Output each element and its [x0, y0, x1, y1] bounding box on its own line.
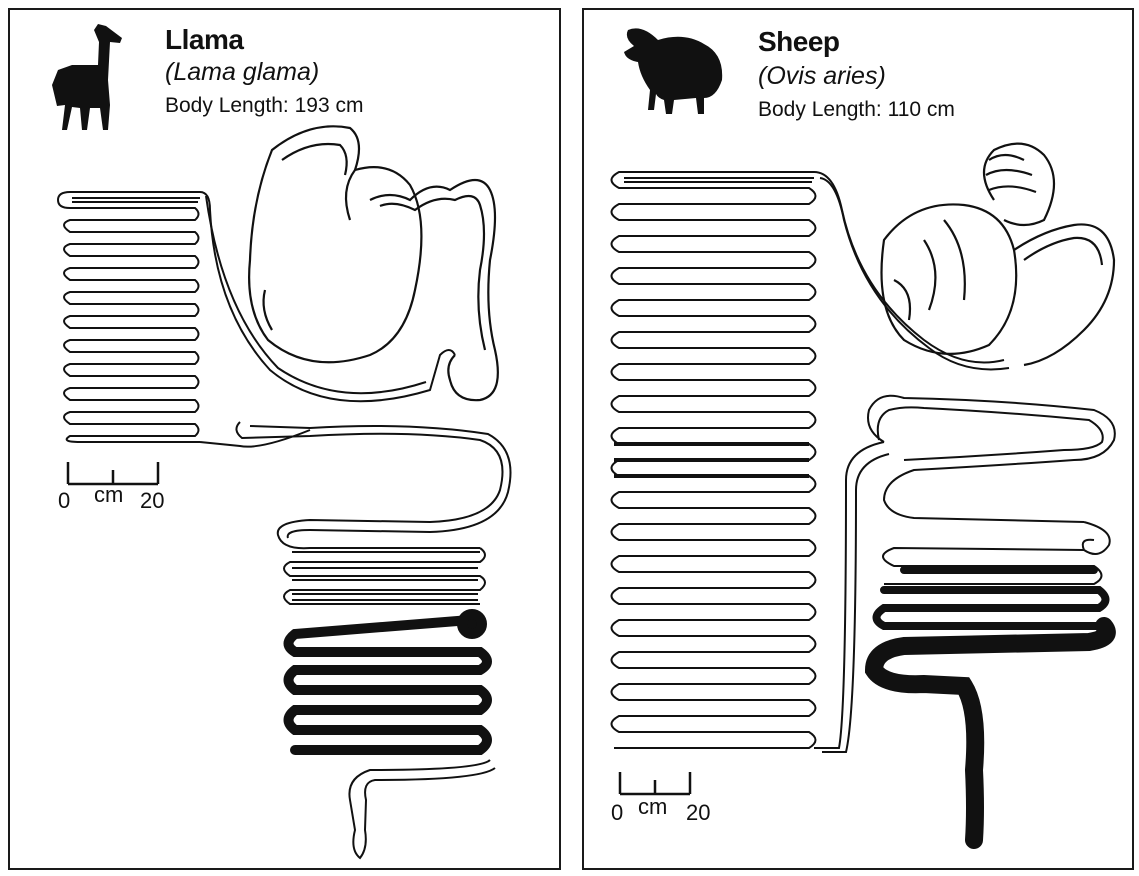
sheep-body-length: Body Length: 110 cm — [758, 98, 955, 122]
llama-scale-start: 0 — [58, 488, 70, 514]
sheep-large-intestine — [868, 396, 1115, 584]
llama-scale-end: 20 — [140, 488, 164, 514]
sheep-scale-end: 20 — [686, 800, 710, 826]
llama-large-intestine — [236, 422, 510, 604]
sheep-stomach — [882, 144, 1115, 365]
sheep-silhouette-icon — [624, 28, 722, 114]
sheep-small-intestine-coil — [612, 172, 1010, 752]
llama-title: Llama — [165, 24, 243, 56]
llama-latin-name: (Lama glama) — [165, 58, 319, 87]
sheep-scale-start: 0 — [611, 800, 623, 826]
llama-rectum — [349, 760, 495, 858]
sheep-title: Sheep — [758, 26, 840, 58]
sheep-latin-name: (Ovis aries) — [758, 62, 886, 91]
llama-silhouette-icon — [52, 24, 122, 130]
llama-scale-unit: cm — [94, 482, 123, 508]
sheep-illustration — [584, 10, 1132, 868]
llama-illustration — [10, 10, 559, 868]
sheep-spiral-colon — [874, 570, 1107, 840]
sheep-panel: Sheep (Ovis aries) Body Length: 110 cm 0… — [582, 8, 1134, 870]
llama-stomach — [249, 126, 498, 400]
llama-body-length: Body Length: 193 cm — [165, 94, 363, 118]
llama-spiral-colon — [289, 614, 488, 750]
sheep-scale-unit: cm — [638, 794, 667, 820]
llama-panel: Llama (Lama glama) Body Length: 193 cm 0… — [8, 8, 561, 870]
